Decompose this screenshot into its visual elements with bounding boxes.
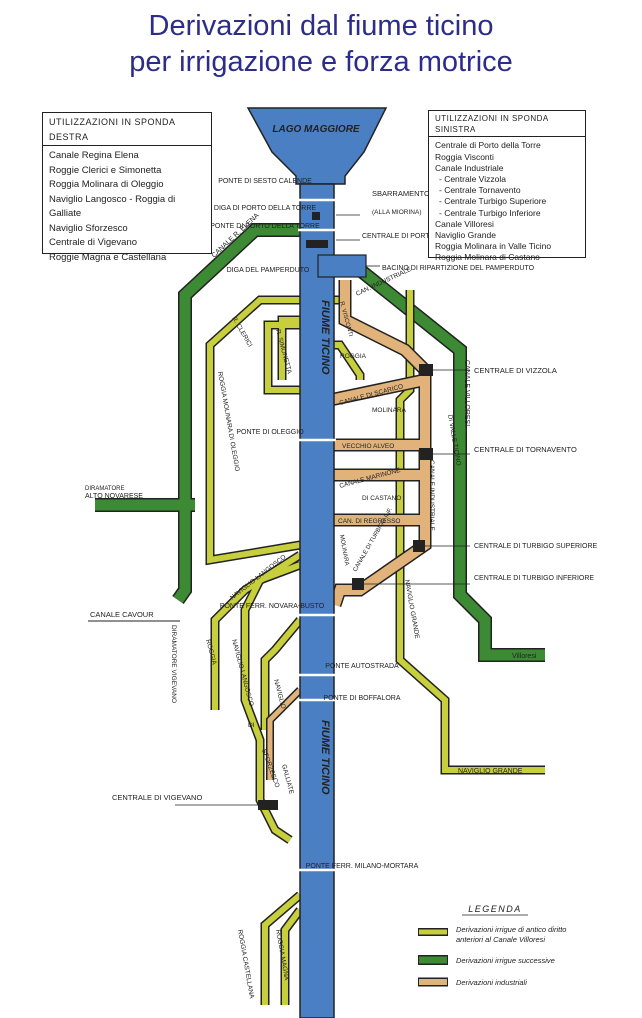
naviglio-grande-label: NAVIGLIO GRANDE — [403, 579, 420, 640]
bacino-label: BACINO DI RIPARTIZIONE DEL PAMPERDUTO — [382, 265, 535, 272]
ponte-oleggio-label: PONTE DI OLEGGIO — [236, 429, 304, 436]
left-bank-item: Canale Industriale — [435, 162, 504, 173]
vecchio-alveo-label: VECCHIO ALVEO — [342, 443, 394, 450]
diga-pamperduto-label: DIGA DEL PAMPERDUTO — [227, 267, 310, 274]
centrale-porto-label: CENTRALE DI PORTO DELLA TORRE — [362, 233, 485, 240]
river-label-lower: FIUME TICINO — [319, 720, 331, 795]
left-bank-item: - Centrale Vizzola — [439, 174, 506, 185]
lago-maggiore-shape — [246, 107, 388, 185]
left-bank-box: UTILIZZAZIONI IN SPONDA SINISTRA Central… — [428, 110, 586, 262]
river-bridges — [298, 198, 336, 872]
river-label-upper: FIUME TICINO — [319, 300, 331, 375]
right-bank-heading: UTILIZZAZIONI IN SPONDA DESTRA — [43, 115, 211, 146]
di-label: DI — [248, 722, 255, 729]
canale-villoresi-label: CANALE VILLORESI — [463, 360, 470, 426]
legend-label-new: Derivazioni irrigue successive — [456, 956, 555, 965]
right-bank-item: Roggia Molinara di Oleggio — [49, 179, 164, 190]
diga-porto-label: DIGA DI PORTO DELLA TORRE — [214, 205, 317, 212]
left-bank-item: Roggia Visconti — [435, 151, 494, 162]
left-bank-heading: UTILIZZAZIONI IN SPONDA SINISTRA — [429, 113, 585, 138]
legend-label-old-line1: Derivazioni irrigue di antico diritto — [456, 925, 566, 934]
right-bank-item: Naviglio Sforzesco — [49, 222, 128, 234]
left-bank-item: Canale Villoresi — [435, 218, 494, 229]
legend-label-ind: Derivazioni industriali — [456, 978, 527, 987]
centrale-porto-marker — [306, 240, 328, 248]
left-bank-item: - Centrale Turbigo Superiore — [439, 196, 547, 207]
right-bank-item: Roggie Magna e Castellana — [49, 251, 167, 263]
sbarramento-marker — [312, 212, 320, 220]
diramatore-vigevano-label: DIRAMATORE VIGEVANO — [170, 625, 177, 703]
legend-label-old: Derivazioni irrigue di antico diritto an… — [456, 925, 569, 944]
legend-label-old-line2: anteriori al Canale Villoresi — [456, 935, 545, 944]
bacino-pamperduto-shape — [317, 254, 367, 278]
canale-villoresi — [355, 264, 545, 662]
left-bank-item: Roggia Molinara in Valle Ticino — [435, 241, 552, 252]
right-bank-item: Naviglio Langosco - Roggia di Galliate — [49, 193, 176, 220]
ponte-sesto-label: PONTE DI SESTO CALENDE — [218, 178, 312, 185]
can-regresso-label: CAN. DI REGRESSO — [338, 518, 400, 525]
centrale-vigevano-marker — [258, 800, 278, 810]
left-bank-item: Naviglio Grande — [435, 230, 496, 241]
right-bank-item: Canale Regina Elena — [49, 150, 139, 161]
miorina-label: (ALLA MIORINA) — [372, 209, 421, 216]
di-castano-label: DI CASTANO — [362, 495, 401, 502]
molinara-2-label: MOLINARA — [338, 534, 349, 566]
ponte-porto-label: PONTE DI PORTO DELLA TORRE — [210, 223, 320, 230]
canale-industriale-2-label: CANALE INDUSTRIALE — [428, 460, 435, 531]
centrale-turbigo-inf-marker — [352, 578, 364, 590]
left-bank-item: Centrale di Porto della Torre — [435, 140, 541, 151]
left-bank-item: - Centrale Turbigo Inferiore — [439, 207, 541, 218]
galliate-label: GALLIATE — [280, 764, 295, 796]
page-title: Derivazioni dal fiume ticino per irrigaz… — [0, 8, 642, 80]
leader-lines — [175, 214, 470, 806]
fiume-ticino-river — [299, 183, 335, 1018]
centrale-vizzola-marker — [419, 364, 433, 376]
ponte-milano-label: PONTE FERR. MILANO-MORTARA — [306, 863, 419, 870]
legend-title: LEGENDA — [468, 904, 522, 914]
alto-novarese-label: ALTO NOVARESE — [85, 493, 143, 500]
ponte-ferr-novara-label: PONTE FERR. NOVARA-BUSTO — [220, 603, 325, 610]
centrale-tornavento-marker — [419, 448, 433, 460]
right-bank-box: UTILIZZAZIONI IN SPONDA DESTRA Canale Re… — [42, 112, 212, 263]
title-line-2: per irrigazione e forza motrice — [129, 46, 513, 78]
molinara-label: MOLINARA — [372, 407, 407, 414]
right-bank-item: Centrale di Vigevano — [49, 237, 138, 248]
lake-label: LAGO MAGGIORE — [272, 124, 360, 135]
centrale-turbigo-sup-label: CENTRALE DI TURBIGO SUPERIORE — [474, 543, 598, 550]
roggia-molinara-oleggio-label: ROGGIA MOLINARA DI OLEGGIO — [216, 371, 240, 472]
title-line-1: Derivazioni dal fiume ticino — [148, 10, 494, 42]
centrale-turbigo-sup-marker — [413, 540, 425, 552]
villoresi-end-label: Villoresi — [512, 653, 537, 660]
naviglio-grande-2-label: NAVIGLIO GRANDE — [458, 768, 523, 775]
left-bank-item: Roggia Molinara di Castano — [435, 252, 540, 263]
centrale-tornavento-label: CENTRALE DI TORNAVENTO — [474, 445, 577, 454]
ponte-boffalora-label: PONTE DI BOFFALORA — [323, 695, 400, 702]
ponte-autostrada-label: PONTE AUTOSTRADA — [325, 663, 399, 670]
old-irrigation-canals — [205, 290, 545, 1005]
centrale-vigevano-label: CENTRALE DI VIGEVANO — [112, 793, 202, 802]
left-bank-item: - Centrale Tornavento — [439, 185, 521, 196]
legend: LEGENDA Derivazioni irrigue di antico di… — [418, 904, 569, 987]
roggia-castellana-label: ROGGIA CASTELLANA — [236, 929, 255, 1000]
centrale-turbigo-inf-label: CENTRALE DI TURBIGO INFERIORE — [474, 575, 594, 582]
diramatore-label: DIRAMATORE — [85, 486, 124, 492]
canale-cavour-label: CANALE CAVOUR — [90, 610, 154, 619]
naviglio-label: NAVIGLIO — [272, 679, 287, 710]
roggia-label: ROGGIA — [340, 353, 367, 360]
right-bank-item: Roggie Clerici e Simonetta — [49, 164, 162, 176]
centrale-vizzola-label: CENTRALE DI VIZZOLA — [474, 366, 557, 375]
